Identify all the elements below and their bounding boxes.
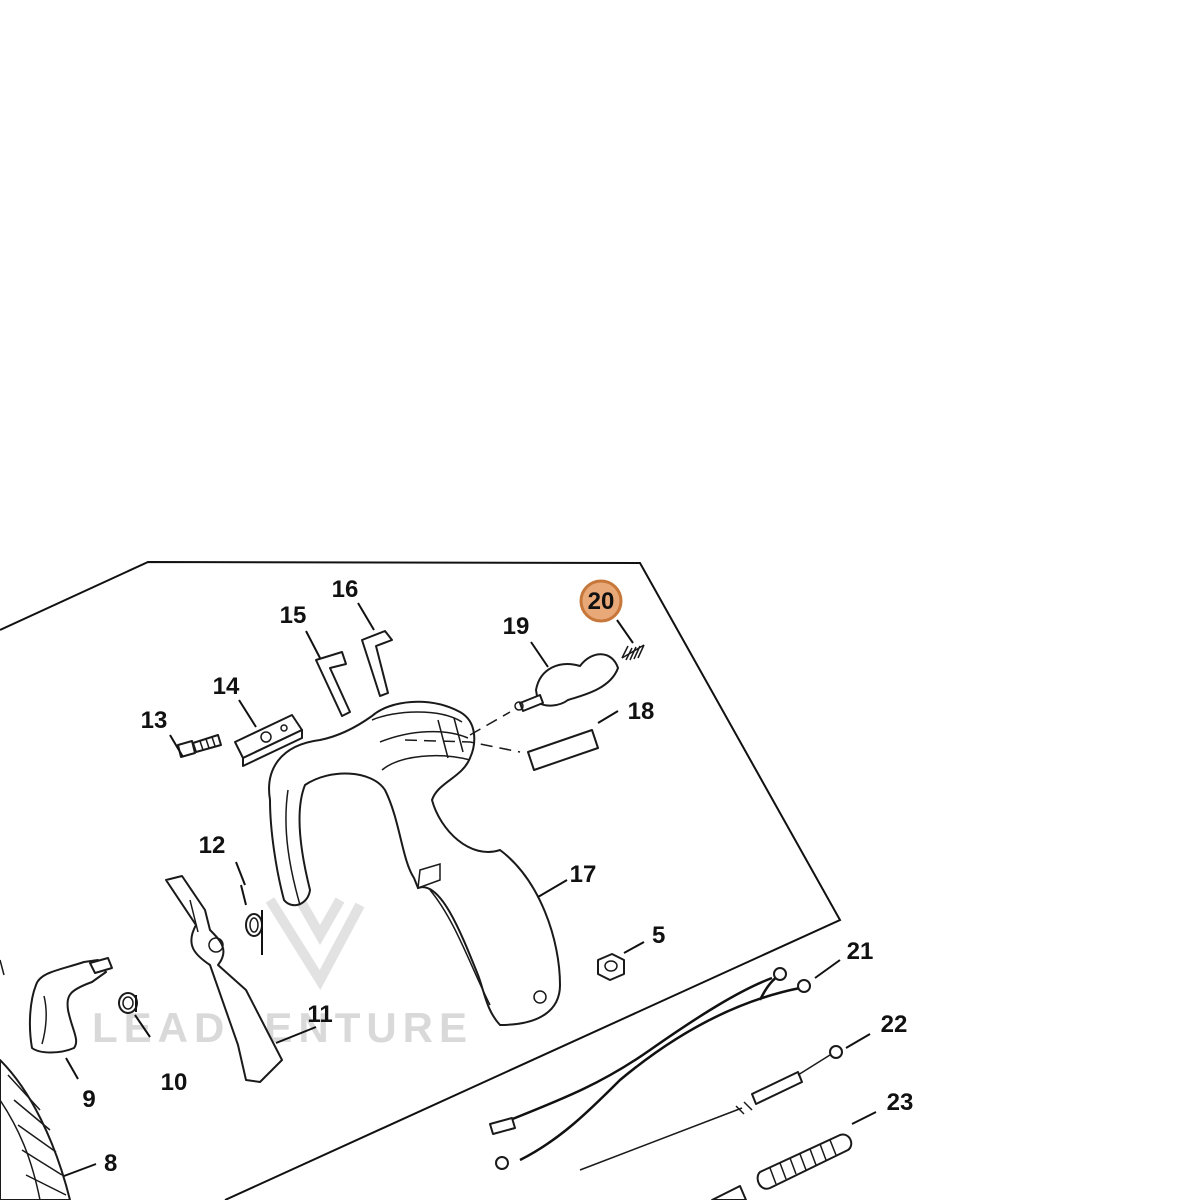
- callout-5[interactable]: 5: [652, 922, 665, 949]
- assembly-guides: [404, 711, 521, 753]
- part-17-handle[interactable]: [268, 700, 561, 1026]
- part-16-bracket[interactable]: [361, 630, 393, 697]
- callout-10[interactable]: 10: [161, 1069, 188, 1096]
- part-13-bolt[interactable]: [177, 734, 222, 758]
- assembly-frame: [0, 560, 842, 1200]
- callout-9[interactable]: 9: [82, 1086, 95, 1113]
- callout-21[interactable]: 21: [847, 938, 874, 965]
- callout-8[interactable]: 8: [104, 1150, 117, 1177]
- part-19-lever[interactable]: [514, 653, 619, 712]
- part-9-lever[interactable]: [28, 957, 113, 1054]
- part-5-nut[interactable]: [597, 953, 625, 981]
- callout-18[interactable]: 18: [628, 698, 655, 725]
- part-20-spring[interactable]: [621, 644, 645, 661]
- callouts: 5 8 9 10 11 12 13 14 15 16 17 18 19 20 2…: [82, 576, 913, 1177]
- part-23-spring[interactable]: [711, 1133, 853, 1200]
- part-18-block[interactable]: [527, 729, 599, 771]
- callout-13[interactable]: 13: [141, 707, 168, 734]
- part-14-plate[interactable]: [234, 714, 303, 767]
- callout-22[interactable]: 22: [881, 1011, 908, 1038]
- watermark: LEADVENTURE: [92, 897, 473, 1051]
- callout-23[interactable]: 23: [887, 1089, 914, 1116]
- leader-lines: [63, 602, 877, 1177]
- watermark-text: LEADVENTURE: [92, 1004, 473, 1051]
- part-22-cable[interactable]: [579, 1045, 843, 1171]
- callout-19[interactable]: 19: [503, 613, 530, 640]
- callout-20[interactable]: 20: [588, 588, 615, 615]
- part-10-spring[interactable]: [118, 992, 138, 1014]
- part-21-wire-harness[interactable]: [489, 967, 811, 1170]
- callout-15[interactable]: 15: [280, 602, 307, 629]
- part-12-spring[interactable]: [245, 913, 263, 937]
- callout-16[interactable]: 16: [332, 576, 359, 603]
- callout-14[interactable]: 14: [213, 673, 240, 700]
- callout-20-badge: [579, 579, 623, 623]
- callout-11[interactable]: 11: [307, 1001, 332, 1028]
- part-11-trigger[interactable]: [165, 875, 283, 1083]
- part-15-bracket[interactable]: [315, 651, 351, 717]
- callout-12[interactable]: 12: [199, 832, 226, 859]
- callout-17[interactable]: 17: [570, 861, 597, 888]
